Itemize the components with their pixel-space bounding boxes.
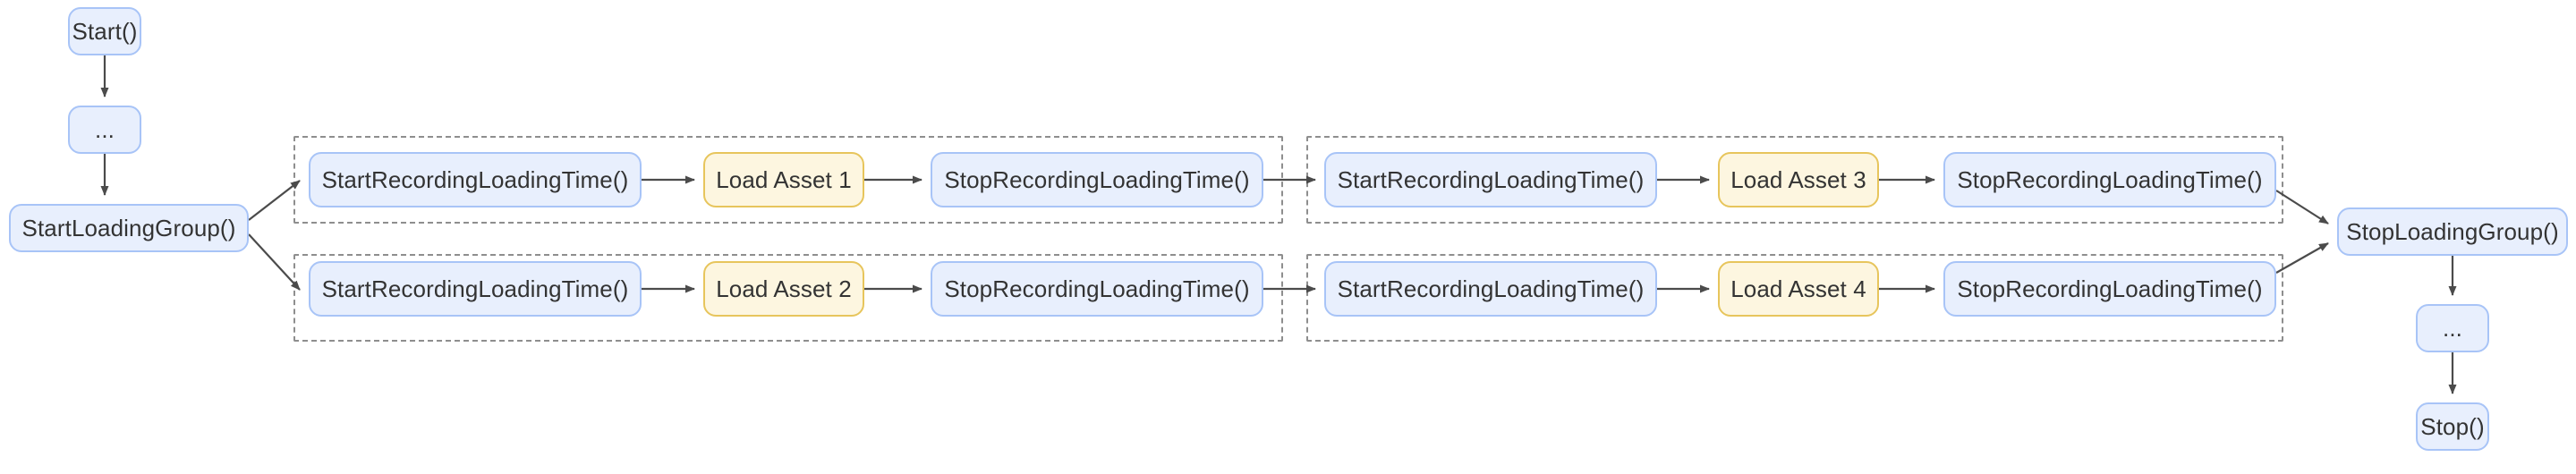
edge-g3-stop-to-stop-loading-group — [2275, 190, 2329, 224]
node-stop[interactable]: Stop() — [2416, 402, 2489, 451]
node-start-loading-group[interactable]: StartLoadingGroup() — [9, 204, 249, 252]
node-group-4-startrecordingloadingtime[interactable]: StartRecordingLoadingTime() — [1324, 261, 1657, 317]
node-ellipsis-top[interactable]: ... — [68, 106, 141, 154]
node-group-2-stoprecordingloadingtime[interactable]: StopRecordingLoadingTime() — [931, 261, 1263, 317]
node-stop-loading-group[interactable]: StopLoadingGroup() — [2337, 207, 2568, 256]
node-group-2-startrecordingloadingtime[interactable]: StartRecordingLoadingTime() — [309, 261, 642, 317]
load-asset-2-group — [293, 254, 1283, 342]
node-group-1-stoprecordingloadingtime[interactable]: StopRecordingLoadingTime() — [931, 152, 1263, 207]
node-ellipsis-bottom[interactable]: ... — [2416, 304, 2489, 352]
node-group-1-startrecordingloadingtime[interactable]: StartRecordingLoadingTime() — [309, 152, 642, 207]
node-group-4-stoprecordingloadingtime[interactable]: StopRecordingLoadingTime() — [1943, 261, 2276, 317]
node-group-3-stoprecordingloadingtime[interactable]: StopRecordingLoadingTime() — [1943, 152, 2276, 207]
edge-start-loading-group-to-group-2 — [248, 233, 301, 291]
edges — [100, 55, 2457, 394]
node-group-2-load-asset-2[interactable]: Load Asset 2 — [703, 261, 864, 317]
node-group-3-load-asset-3[interactable]: Load Asset 3 — [1718, 152, 1879, 207]
edge-g4-stop-to-stop-loading-group — [2275, 242, 2329, 274]
load-asset-4-group — [1306, 254, 2283, 342]
node-group-4-load-asset-4[interactable]: Load Asset 4 — [1718, 261, 1879, 317]
node-group-1-load-asset-1[interactable]: Load Asset 1 — [703, 152, 864, 207]
node-group-3-startrecordingloadingtime[interactable]: StartRecordingLoadingTime() — [1324, 152, 1657, 207]
edge-start-loading-group-to-group-1 — [248, 180, 301, 221]
node-start[interactable]: Start() — [68, 7, 141, 55]
